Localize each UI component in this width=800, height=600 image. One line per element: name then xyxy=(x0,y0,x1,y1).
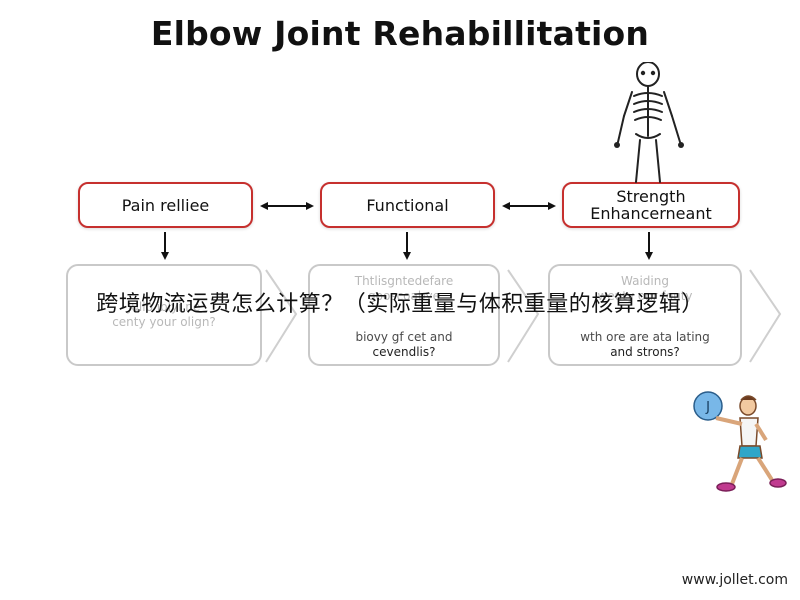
ball-letter: J xyxy=(705,400,710,415)
strength-label-line1: Strength xyxy=(616,187,686,206)
chevron-right-icon xyxy=(265,269,298,363)
strength-card: Waiding weuty onr fouty wth ore are ata … xyxy=(548,264,742,366)
functional-card: Thtlisgntedefare gooscoabye biovy gf cet… xyxy=(308,264,500,366)
card2-line3: biovy gf cet and xyxy=(355,330,453,344)
card1-line1: Jullo iblyi ne xyxy=(127,300,201,314)
skeleton-icon xyxy=(614,62,684,183)
card3-line4: and strons? xyxy=(610,345,680,359)
strength-label-line2: Enhancerneant xyxy=(590,204,712,223)
pain-relief-label: Pain relliee xyxy=(121,195,210,215)
chinese-caption: 跨境物流运费怎么计算？（实际重量与体积重量的核算逻辑） xyxy=(96,292,704,317)
chevron-right-icon xyxy=(507,269,540,363)
ball-icon xyxy=(693,391,723,421)
pain-relief-card: Jullo iblyi ne centy your olign? xyxy=(66,264,262,366)
watermark: www.jollet.com xyxy=(681,572,788,588)
card2-line4: cevendlis? xyxy=(372,345,436,359)
chevron-right-icon xyxy=(749,269,782,363)
pain-relief-box: Pain relliee xyxy=(78,182,253,228)
card3-line2: weuty onr fouty xyxy=(597,289,693,303)
card2-line1: Thtlisgntedefare xyxy=(354,274,454,288)
card3-line1: Waiding xyxy=(621,274,669,288)
card3-line3: wth ore are ata lating xyxy=(580,330,710,344)
card1-line2: centy your olign? xyxy=(112,315,216,329)
strength-enhancement-box: Strength Enhancerneant xyxy=(562,182,740,228)
functional-label: Functional xyxy=(366,195,449,215)
person-with-ball-illustration: J xyxy=(693,391,787,492)
page-title: Elbow Joint Rehabillitation xyxy=(150,14,650,53)
card2-line2: gooscoabye xyxy=(368,289,440,303)
functional-box: Functional xyxy=(320,182,495,228)
